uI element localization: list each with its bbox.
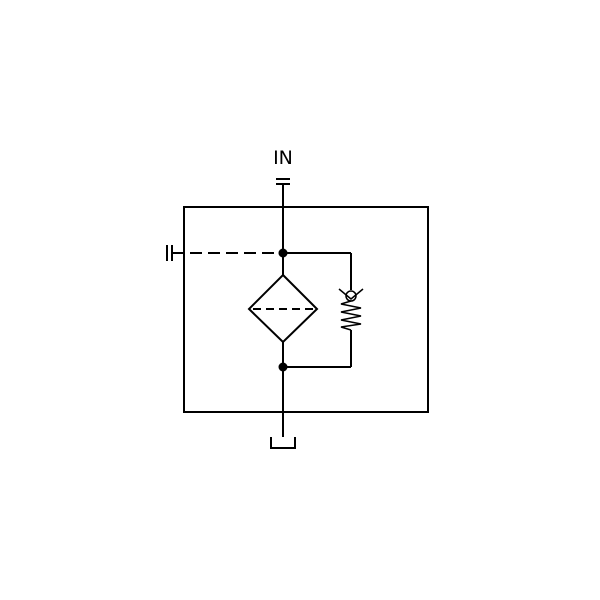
junction-dot-top <box>278 248 288 258</box>
junction-dot-bottom <box>278 362 288 372</box>
bypass-circuit <box>283 252 352 368</box>
filter-diamond-icon <box>247 273 319 344</box>
spring-check-valve-icon <box>338 288 364 331</box>
pilot-port-icon <box>166 245 173 261</box>
drain-reservoir-icon <box>270 437 296 449</box>
housing-outline <box>183 206 429 413</box>
inlet-port-icon <box>276 178 290 185</box>
inlet-label: IN <box>273 147 293 169</box>
